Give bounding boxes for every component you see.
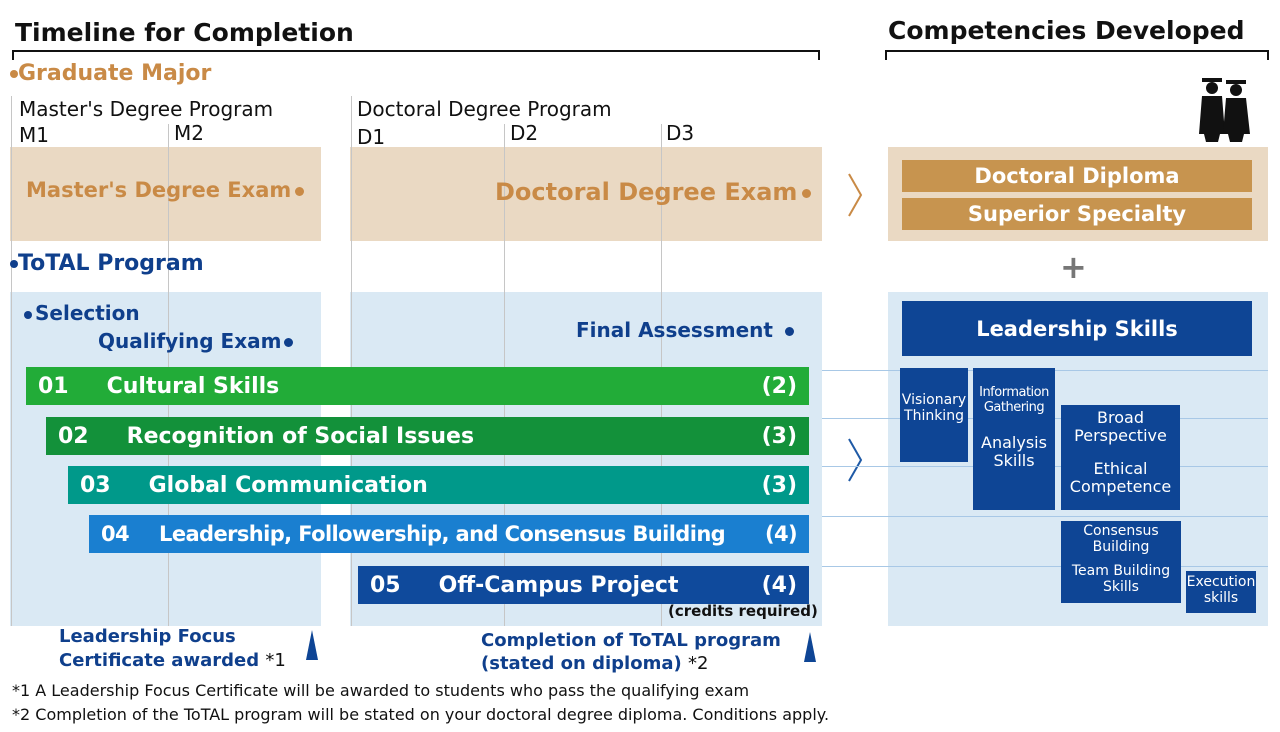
leadership-cert-line1: Leadership Focus xyxy=(59,626,236,647)
course-bar: 01 Cultural Skills (2) xyxy=(26,367,809,405)
skill-consensus-team: Consensus Building Team Building Skills xyxy=(1061,521,1181,603)
milestone-dot-icon xyxy=(784,327,794,336)
masters-exam: Master's Degree Exam xyxy=(26,178,305,202)
leadership-skills-box: Leadership Skills xyxy=(902,301,1252,356)
milestone-dot-icon xyxy=(24,310,32,319)
timeline-line-m1 xyxy=(11,96,12,626)
qualifying-exam-label: Qualifying Exam xyxy=(98,329,282,353)
course-credits: (3) xyxy=(761,472,797,498)
skill-analysis: Analysis Skills xyxy=(981,432,1047,471)
year-d3: D3 xyxy=(666,121,695,145)
selection: Selection xyxy=(24,301,140,325)
course-credits: (4) xyxy=(761,572,797,598)
doctoral-program-label: Doctoral Degree Program xyxy=(357,97,612,121)
timeline-bracket xyxy=(12,50,820,60)
masters-program-label: Master's Degree Program xyxy=(19,97,274,121)
masters-exam-label: Master's Degree Exam xyxy=(26,178,292,202)
skill-visionary-thinking: Visionary Thinking xyxy=(900,368,968,462)
competencies-bracket xyxy=(885,50,1269,60)
timeline-heading: Timeline for Completion xyxy=(15,18,354,47)
milestone-dot-icon xyxy=(802,188,812,198)
chevron-right-icon xyxy=(848,173,863,217)
course-name: Off-Campus Project xyxy=(438,572,679,598)
qualifying-exam: Qualifying Exam xyxy=(98,329,294,353)
course-bar: 04 Leadership, Followership, and Consens… xyxy=(89,515,809,553)
course-name: Cultural Skills xyxy=(106,373,280,399)
doctoral-exam: Doctoral Degree Exam xyxy=(495,178,812,206)
completion-marker-icon xyxy=(804,632,816,662)
skill-consensus-building: Consensus Building xyxy=(1083,523,1159,556)
course-name: Recognition of Social Issues xyxy=(126,423,475,449)
bullet-icon xyxy=(10,70,18,78)
course-bar: 03 Global Communication (3) xyxy=(68,466,809,504)
skill-ethical-competence: Ethical Competence xyxy=(1069,458,1172,497)
skill-broad-perspective: Broad Perspective xyxy=(1074,408,1167,446)
doctoral-diploma-box: Doctoral Diploma xyxy=(902,160,1252,192)
course-bar: 05 Off-Campus Project (4) xyxy=(358,566,809,604)
completion-label: Completion of ToTAL program (stated on d… xyxy=(481,629,781,675)
superior-specialty-box: Superior Specialty xyxy=(902,198,1252,230)
doctoral-exam-label: Doctoral Degree Exam xyxy=(495,178,798,206)
skill-broad-ethical: Broad Perspective Ethical Competence xyxy=(1061,405,1180,510)
course-number: 01 xyxy=(38,373,69,399)
timeline-line-d1 xyxy=(351,96,352,626)
total-program-heading: ToTAL Program xyxy=(10,251,204,276)
total-program-label: ToTAL Program xyxy=(18,251,204,276)
course-number: 03 xyxy=(80,472,111,498)
skill-info-analysis: Information Gathering Analysis Skills xyxy=(973,368,1055,510)
final-assessment-label: Final Assessment xyxy=(576,318,773,342)
course-credits: (4) xyxy=(764,522,798,546)
course-name: Global Communication xyxy=(148,472,428,498)
year-m2: M2 xyxy=(174,121,204,145)
leadership-cert-line2: Certificate awarded xyxy=(59,650,260,671)
connector-line xyxy=(822,566,1268,567)
leadership-cert-label: Leadership Focus Certificate awarded *1 xyxy=(59,625,286,673)
selection-label: Selection xyxy=(35,301,140,325)
completion-line2: (stated on diploma) xyxy=(481,653,682,674)
footnote-ref: *2 xyxy=(688,653,709,674)
bullet-icon xyxy=(10,260,18,268)
masters-exam-panel xyxy=(10,147,321,241)
doctoral-exam-panel xyxy=(350,147,822,241)
course-number: 04 xyxy=(101,522,130,546)
credits-required-note: (credits required) xyxy=(668,602,818,620)
total-panel-masters xyxy=(10,292,321,626)
competencies-heading: Competencies Developed xyxy=(888,16,1245,45)
year-d2: D2 xyxy=(510,121,539,145)
course-credits: (3) xyxy=(761,423,797,449)
course-credits: (2) xyxy=(761,373,797,399)
plus-icon: + xyxy=(1060,248,1087,286)
milestone-dot-icon xyxy=(284,338,294,347)
skill-information-gathering: Information Gathering xyxy=(979,385,1049,415)
footnote-1: *1 A Leadership Focus Certificate will b… xyxy=(12,681,750,700)
course-number: 02 xyxy=(58,423,89,449)
course-bar: 02 Recognition of Social Issues (3) xyxy=(46,417,809,455)
year-m1: M1 xyxy=(19,123,49,147)
course-name: Leadership, Followership, and Consensus … xyxy=(159,522,726,546)
connector-line xyxy=(822,516,1268,517)
skill-team-building: Team Building Skills xyxy=(1071,563,1171,596)
graduate-major-heading: Graduate Major xyxy=(10,61,211,86)
footnote-2: *2 Completion of the ToTAL program will … xyxy=(12,705,830,724)
course-number: 05 xyxy=(370,572,401,598)
milestone-dot-icon xyxy=(295,186,305,196)
completion-line1: Completion of ToTAL program xyxy=(481,630,781,651)
graduate-major-label: Graduate Major xyxy=(18,61,212,86)
final-assessment: Final Assessment xyxy=(576,318,794,342)
graduates-icon xyxy=(1199,78,1250,142)
footnote-ref: *1 xyxy=(265,650,286,671)
leadership-cert-marker-icon xyxy=(306,630,318,660)
skill-execution: Execution skills xyxy=(1186,571,1256,613)
year-d1: D1 xyxy=(357,125,386,149)
chevron-right-icon xyxy=(848,438,863,482)
